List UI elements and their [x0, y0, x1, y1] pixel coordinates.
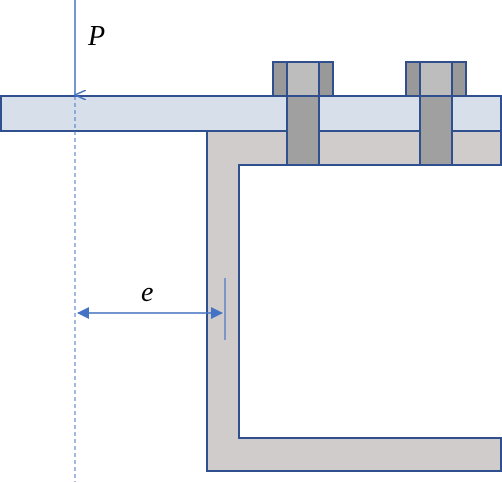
channel-top-flange	[206, 130, 502, 166]
double-arrow-horizontal-icon	[77, 307, 223, 319]
bolt-left-head-side-left	[272, 61, 288, 97]
load-label: P	[87, 21, 105, 52]
dimension-arrowhead-left	[77, 307, 89, 319]
bolt-right-head-side-left	[405, 61, 421, 97]
channel-bottom-flange	[206, 437, 502, 472]
channel-joint-top	[208, 164, 238, 167]
bolt-left-head-side-right	[318, 61, 334, 97]
bracket-plate	[0, 95, 502, 132]
channel-joint-bottom	[208, 437, 238, 440]
eccentricity-label: e	[141, 277, 153, 308]
bolt-right-head-side-right	[451, 61, 467, 97]
channel-web	[206, 164, 240, 440]
bolt-left-shank	[286, 95, 320, 166]
dimension-arrowhead-right	[211, 307, 223, 319]
bolt-left	[272, 61, 334, 166]
bolt-right-shank	[419, 95, 453, 166]
bolt-right	[405, 61, 467, 166]
